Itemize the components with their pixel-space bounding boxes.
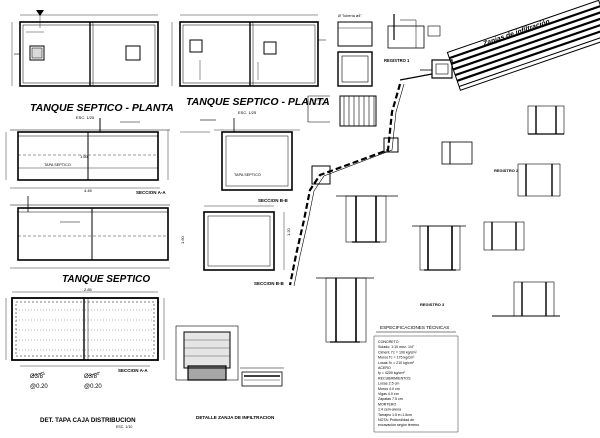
specs-line: Muros f'c = 175 kg/cm²	[378, 356, 415, 360]
distribution-box	[399, 59, 453, 81]
det-tapa-scale: ESC. 1/10	[116, 425, 132, 429]
specs-line: Muros 4.0 cm	[378, 387, 400, 391]
planta-right-scale: ESC. 1/25	[238, 110, 257, 115]
tubo-label: Ø Tubería ø4"	[338, 14, 362, 18]
det-tapa-title: DET. TAPA CAJA DISTRIBUCION	[40, 417, 136, 424]
bar-1-spacing: @0.20	[30, 384, 48, 390]
dim-285: 2.85	[84, 287, 93, 292]
planta-left-title: TANQUE SEPTICO - PLANTA	[30, 102, 174, 114]
specs-line: fy = 4200 kg/cm²	[378, 371, 405, 375]
infiltration-trench	[446, 0, 600, 91]
specs-line: excavación según terreno	[378, 423, 419, 427]
tapa-label-2: TAPA SEPTICO	[234, 173, 261, 177]
specs-line: Vigas 4.0 cm	[378, 392, 399, 396]
manhole-section-1	[336, 195, 398, 243]
specs-line: Tarrajeo 1:5 e=1.5cm	[378, 413, 412, 417]
seccion-bb-label: SECCION B-B	[258, 198, 289, 203]
specs-line: CONCRETO	[378, 340, 399, 344]
pipe-route	[288, 83, 405, 287]
registro-1-label: REGISTRO 1	[384, 58, 410, 63]
bar-1-label: Ø3/8"	[30, 374, 45, 380]
dim-445: 4.45	[84, 188, 93, 193]
tapa-label-1: TAPA SEPTICO	[44, 163, 71, 167]
bar-2-label: Ø3/8"	[84, 374, 99, 380]
section-b-b-lower	[203, 205, 285, 271]
manhole-detail-top	[337, 21, 373, 87]
planta-left-scale: ESC. 1/25	[76, 115, 95, 120]
specs-heading: ESPECIFICACIONES TÉCNICAS	[380, 324, 449, 330]
dim-120: 1.20	[286, 227, 291, 236]
specs-line: MORTERO	[378, 402, 397, 406]
specs-line: ACERO	[378, 366, 391, 370]
seccion-bb2-label: SECCION B-B	[254, 281, 285, 286]
grating-detail	[307, 95, 377, 127]
section-a-a-lower	[10, 196, 170, 269]
section-a-a	[5, 118, 170, 189]
bar-2-spacing: @0.20	[84, 384, 102, 390]
section-b-b	[180, 118, 300, 191]
registro-2-label: REGISTRO 2	[494, 168, 519, 173]
specs-line: Losas 2.5 cm	[378, 382, 399, 386]
rebar-callouts	[31, 371, 101, 377]
tanque-septico-title: TANQUE SEPTICO	[62, 274, 150, 285]
manhole-section-2	[412, 225, 466, 271]
plan-view-right	[171, 14, 326, 87]
specs-line: Losas f'c = 210 kg/cm²	[378, 361, 415, 365]
tank-reinforcement-plan	[5, 291, 165, 367]
manhole-section-3	[316, 277, 374, 343]
specs-line: Solado: 1:10 mez. 1/4"	[378, 345, 415, 349]
specs-line: Ciment. f'c = 100 kg/cm²	[378, 350, 418, 354]
planta-right-title: TANQUE SEPTICO - PLANTA	[186, 96, 330, 108]
specs-line: Zapatas 7.5 cm	[378, 397, 403, 401]
specs-box	[373, 331, 459, 433]
specs-line: NOTA: Profundidad de	[378, 418, 414, 422]
seccion-aa2-label: SECCION A-A	[118, 368, 148, 373]
registro-3-label: REGISTRO 3	[420, 302, 445, 307]
registro-section-right	[441, 105, 565, 317]
dim-160b: 1.60	[180, 235, 185, 244]
specs-line: 1:4 cem-arena	[378, 408, 401, 412]
trench-section-detail	[175, 325, 284, 387]
plan-view-left	[11, 10, 159, 87]
detalle-zanja-title: DETALLE ZANJA DE INFILTRACION	[196, 415, 275, 420]
dim-160a: 1.60	[80, 154, 89, 159]
registro-1-detail	[387, 14, 441, 49]
specs-line: RECUBRIMIENTOS	[378, 376, 411, 380]
seccion-aa-label: SECCION A-A	[136, 190, 166, 195]
